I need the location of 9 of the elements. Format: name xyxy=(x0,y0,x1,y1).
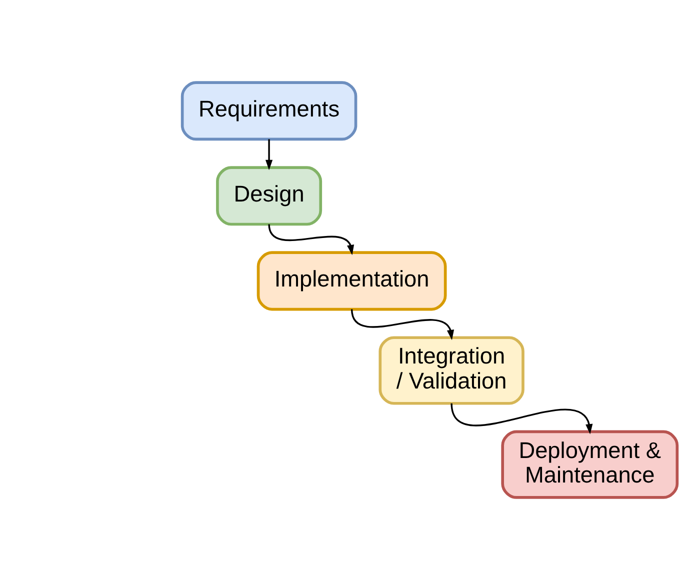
arrow xyxy=(450,402,593,434)
arrow xyxy=(265,138,273,170)
arrow xyxy=(268,224,354,255)
node-box: Implementation xyxy=(256,250,447,310)
node-box: Requirements xyxy=(180,80,358,140)
arrow xyxy=(350,308,454,340)
node-box: Design xyxy=(216,166,322,226)
node-box: Integration / Validation xyxy=(378,336,524,404)
node-box: Deployment & Maintenance xyxy=(501,430,679,498)
